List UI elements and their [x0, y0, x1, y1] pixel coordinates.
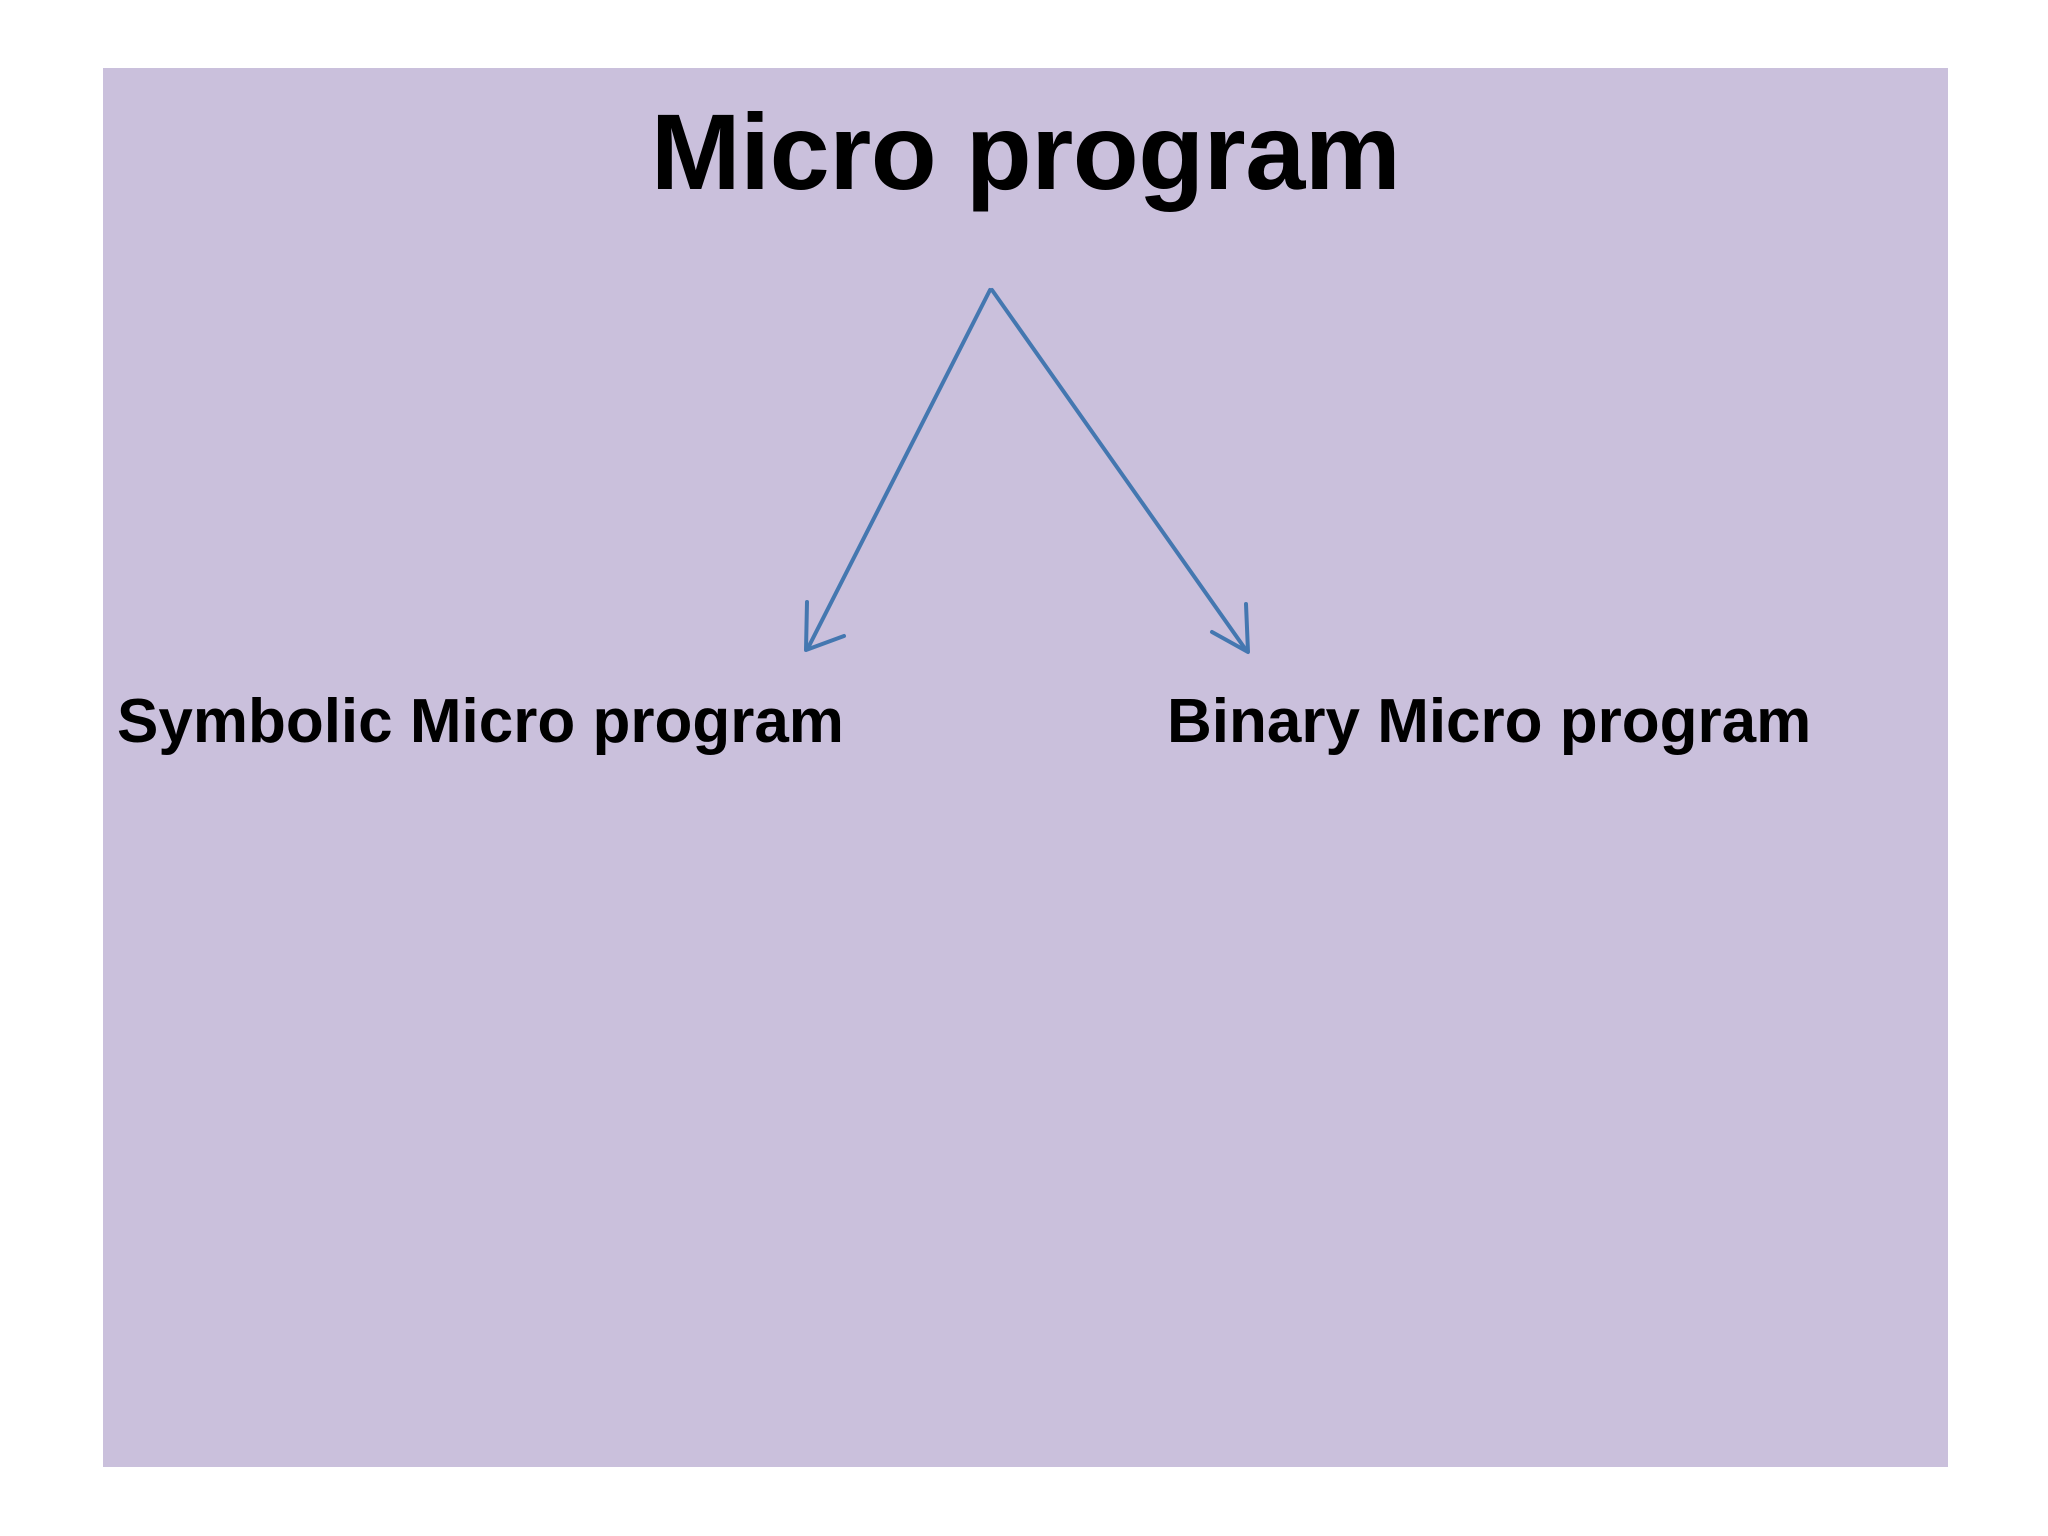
branch-label-row: Symbolic Micro program Binary Micro prog… [103, 672, 1948, 772]
page-title: Micro program [650, 91, 1401, 212]
branch-label-binary: Binary Micro program [1167, 687, 1812, 756]
branch-label-symbolic: Symbolic Micro program [117, 687, 844, 756]
